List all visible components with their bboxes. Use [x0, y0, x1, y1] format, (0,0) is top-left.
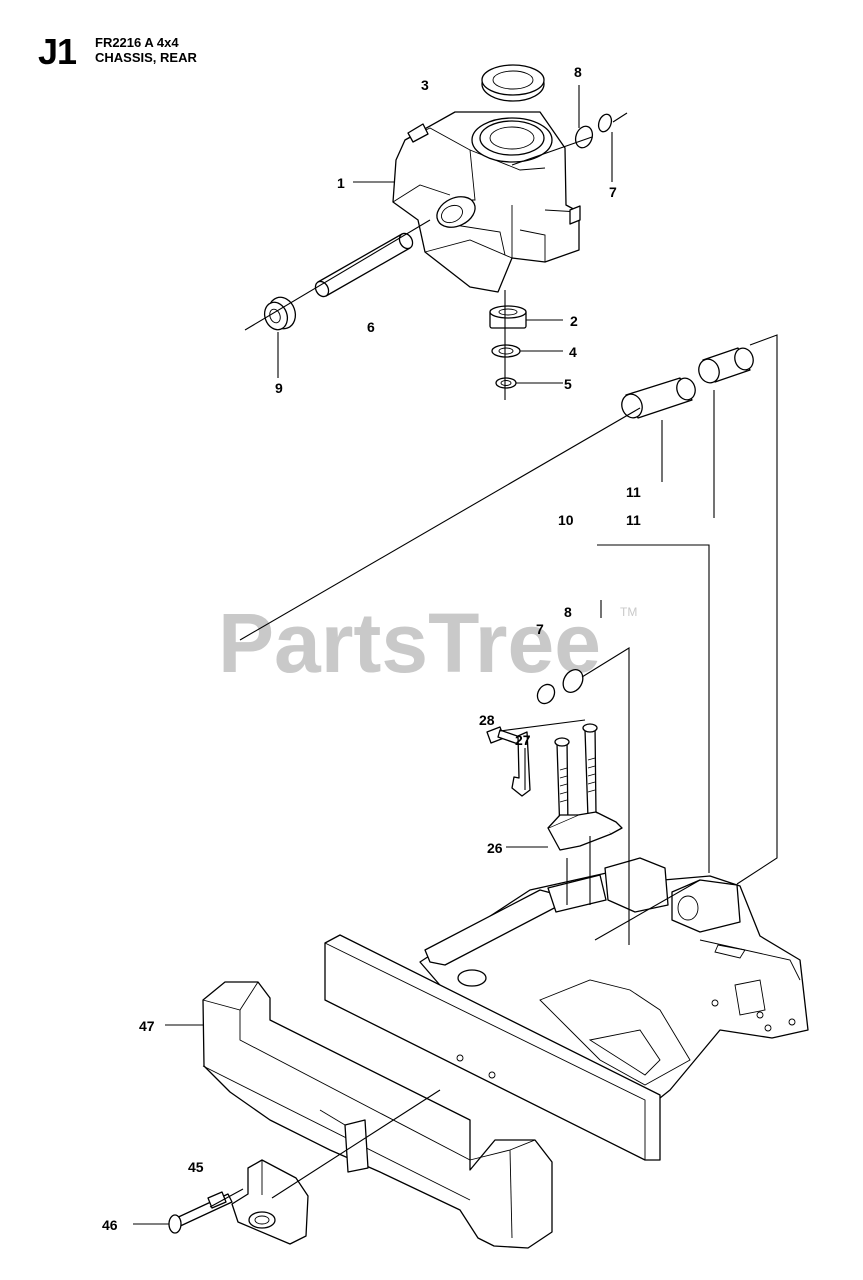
callout-labels: 1 2 3 4 5 6 7 8 9 11 10 11 8 7 28 27 26 …: [102, 64, 641, 1233]
watermark-trademark: TM: [620, 605, 637, 619]
callout-11-lower[interactable]: 11: [626, 512, 641, 528]
part-9-bushing[interactable]: [261, 294, 300, 333]
callout-47[interactable]: 47: [139, 1018, 155, 1034]
part-27-screw[interactable]: [486, 726, 521, 745]
callout-11-upper[interactable]: 11: [626, 484, 641, 500]
callout-9[interactable]: 9: [275, 380, 283, 396]
callout-1[interactable]: 1: [337, 175, 345, 191]
part-3-seal[interactable]: [481, 64, 545, 102]
callout-46[interactable]: 46: [102, 1217, 118, 1233]
part-1-housing[interactable]: [392, 111, 581, 293]
chassis-rear-plate[interactable]: [324, 934, 661, 1161]
part-11-sleeve-a[interactable]: [619, 376, 698, 421]
callout-6[interactable]: 6: [367, 319, 375, 335]
callout-45[interactable]: 45: [188, 1159, 204, 1175]
part-45-hitch[interactable]: [231, 1159, 309, 1245]
part-5-washer[interactable]: [495, 377, 517, 389]
callout-10[interactable]: 10: [558, 512, 574, 528]
part-8-ring-lower[interactable]: [559, 666, 587, 696]
callout-8-lower[interactable]: 8: [564, 604, 572, 620]
leader-lines: [133, 85, 778, 1225]
part-4-clip[interactable]: [491, 344, 521, 358]
callout-4[interactable]: 4: [569, 344, 577, 360]
part-7-clip-upper[interactable]: [596, 112, 613, 133]
callout-26[interactable]: 26: [487, 840, 503, 856]
callout-27[interactable]: 27: [515, 732, 531, 748]
part-8-ring-upper[interactable]: [573, 124, 596, 150]
part-46-bolt[interactable]: [168, 1191, 233, 1234]
part-11-sleeve-b[interactable]: [696, 346, 756, 386]
assembly-title: CHASSIS, REAR: [95, 50, 197, 65]
part-6-shaft[interactable]: [313, 231, 415, 299]
model-title: FR2216 A 4x4: [95, 35, 179, 50]
callout-7-upper[interactable]: 7: [609, 184, 617, 200]
part-28-bolts[interactable]: [554, 723, 598, 835]
callout-28[interactable]: 28: [479, 712, 495, 728]
part-47-bumper[interactable]: [202, 981, 553, 1249]
chassis-frame[interactable]: [419, 857, 809, 1111]
callout-8-upper[interactable]: 8: [574, 64, 582, 80]
callout-7-lower[interactable]: 7: [536, 621, 544, 637]
part-7-clip-lower[interactable]: [534, 681, 558, 706]
callout-3[interactable]: 3: [421, 77, 429, 93]
part-2-bearing[interactable]: [489, 305, 527, 329]
section-code: J1: [38, 31, 77, 72]
callout-2[interactable]: 2: [570, 313, 578, 329]
callout-5[interactable]: 5: [564, 376, 572, 392]
watermark-text: PartsTree: [218, 596, 601, 690]
